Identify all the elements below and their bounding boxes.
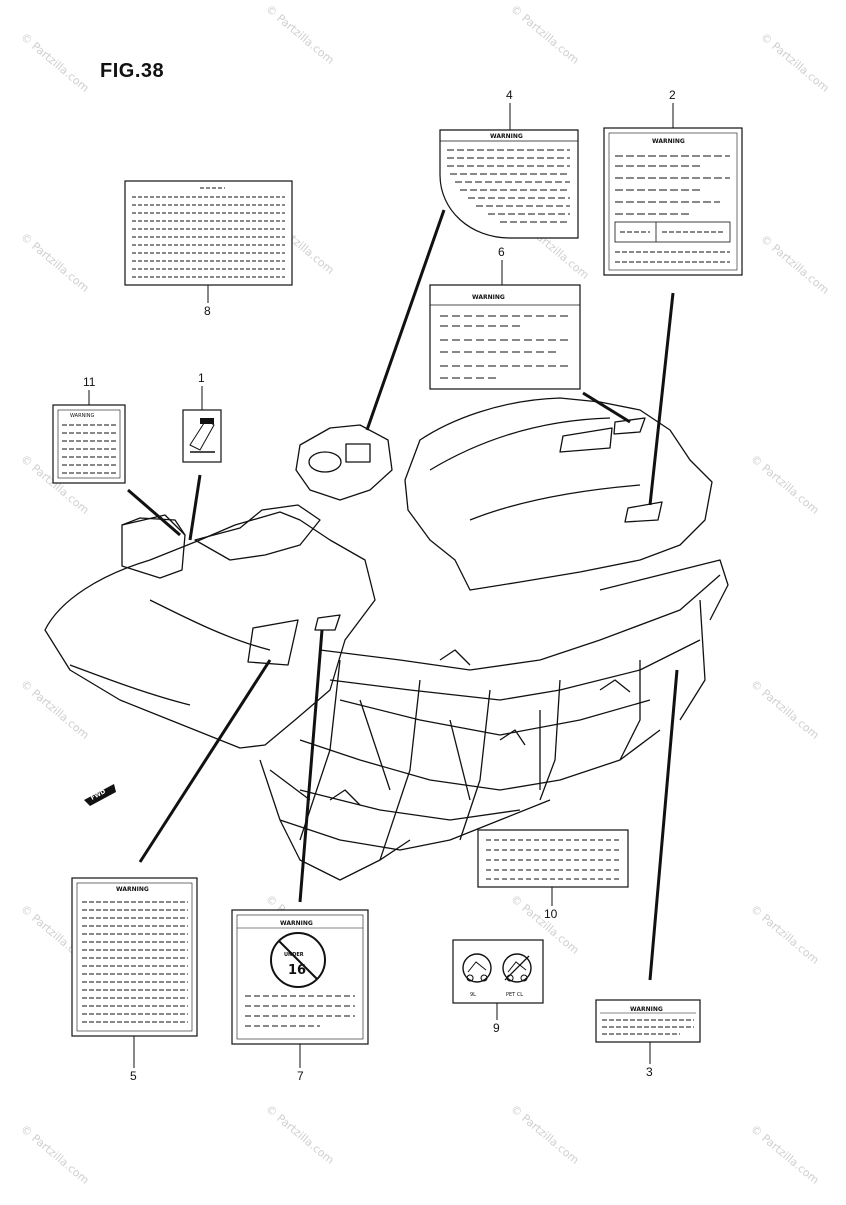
atv-body-frame-drawing	[44, 397, 729, 881]
watermark: © Partzilla.com	[18, 230, 91, 295]
watermark: © Partzilla.com	[748, 1122, 821, 1187]
frame-lower	[259, 759, 411, 881]
leader-7	[298, 629, 324, 903]
front-small-label-area	[314, 614, 341, 631]
rear-label-area	[559, 427, 613, 453]
cover-slot	[345, 443, 371, 463]
watermark: © Partzilla.com	[263, 1102, 336, 1167]
watermark: © Partzilla.com	[748, 677, 821, 742]
watermark: © Partzilla.com	[263, 2, 336, 67]
watermark: © Partzilla.com	[508, 2, 581, 67]
leader-1	[188, 474, 202, 541]
label-5-warning-decal: WARNING	[71, 877, 198, 1037]
leader-5	[138, 659, 272, 863]
front-box-top	[121, 517, 186, 536]
callout-10: 10	[544, 907, 558, 921]
label-6-warning-decal: WARNING	[429, 284, 581, 390]
under-word: UNDER	[284, 952, 304, 958]
warning-heading: WARNING	[630, 1006, 663, 1013]
leader-2	[648, 292, 675, 506]
leader-6	[582, 391, 631, 424]
warning-heading: WARNING	[280, 920, 313, 927]
leader-3	[648, 669, 679, 981]
callout-6: 6	[498, 245, 505, 259]
rear-fender-outline	[404, 397, 713, 591]
fuel-cap	[308, 451, 342, 473]
label-2-warning-decal: WARNING	[603, 127, 743, 276]
watermark: © Partzilla.com	[748, 452, 821, 517]
callout-5: 5	[130, 1069, 137, 1083]
warning-heading: WARNING	[652, 138, 685, 145]
label-11-warning-decal: WARNING	[52, 404, 126, 484]
label-9-right-text: PET CL	[506, 992, 523, 998]
watermark: © Partzilla.com	[18, 30, 91, 95]
label-9-left-text: 9L	[470, 992, 476, 998]
front-box	[121, 514, 186, 579]
watermark: © Partzilla.com	[508, 1102, 581, 1167]
leader-lines	[127, 209, 679, 981]
callout-8: 8	[204, 304, 211, 318]
watermark: © Partzilla.com	[758, 232, 831, 297]
center-cover	[295, 424, 393, 501]
front-fender-outline	[44, 511, 376, 749]
label-9-decal: 9L PET CL	[452, 939, 544, 1004]
callout-3: 3	[646, 1065, 653, 1079]
label-1-decal	[182, 409, 222, 463]
callout-4: 4	[506, 88, 513, 102]
age-sixteen: 16	[288, 963, 306, 978]
leader-4	[365, 209, 446, 431]
warning-heading: WARNING	[70, 413, 95, 419]
watermark: © Partzilla.com	[18, 677, 91, 742]
label-10-info-decal	[477, 829, 629, 888]
rear-small-label-top	[613, 417, 646, 435]
leader-11	[127, 488, 181, 537]
callout-7: 7	[297, 1069, 304, 1083]
frame-bracket	[599, 559, 729, 621]
warning-heading: WARNING	[116, 886, 149, 893]
front-label-area	[247, 619, 299, 666]
figure-title: FIG.38	[100, 60, 165, 82]
watermark: © Partzilla.com	[18, 1122, 91, 1187]
front-direction-arrow: FWD	[84, 784, 116, 806]
callout-2: 2	[669, 88, 676, 102]
rear-fender-inner	[429, 417, 641, 521]
label-7-warning-decal: WARNING UNDER 16	[231, 909, 369, 1045]
warning-heading: WARNING	[490, 133, 523, 140]
label-3-warning-decal: WARNING	[595, 999, 701, 1043]
frame-verticals	[299, 599, 706, 861]
label-4-warning-decal: WARNING	[439, 129, 579, 239]
callout-9: 9	[493, 1021, 500, 1035]
frame-bits	[329, 649, 631, 806]
rear-small-label	[624, 501, 663, 523]
watermark: © Partzilla.com	[758, 30, 831, 95]
frame-main	[279, 574, 721, 851]
frame-crossbars	[299, 699, 651, 821]
fuel-area	[194, 504, 321, 561]
label-8-info-decal	[124, 180, 293, 286]
warning-heading: WARNING	[472, 294, 505, 301]
callout-1: 1	[198, 371, 205, 385]
watermark: © Partzilla.com	[748, 902, 821, 967]
front-fender-inner	[69, 599, 271, 706]
callout-11: 11	[83, 375, 96, 389]
